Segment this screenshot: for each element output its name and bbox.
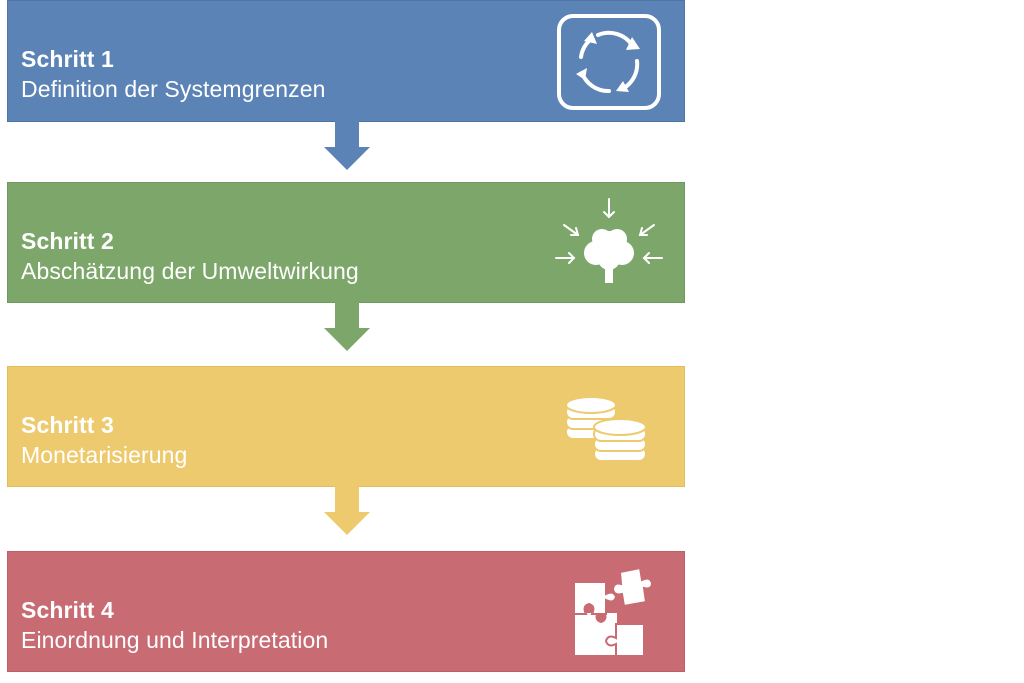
step-4-box: Schritt 4 Einordnung und Interpretation (7, 551, 685, 672)
step-3-title: Schritt 3 (21, 412, 114, 438)
coins-icon (565, 396, 647, 462)
step-1-title: Schritt 1 (21, 46, 114, 72)
step-3-label: Schritt 3 Monetarisierung (21, 411, 187, 471)
step-3-box: Schritt 3 Monetarisierung (7, 366, 685, 487)
step-4-description: Einordnung und Interpretation (21, 626, 329, 653)
step-2-title: Schritt 2 (21, 228, 114, 254)
step-3-description: Monetarisierung (21, 441, 188, 468)
puzzle-icon (573, 566, 654, 657)
arrow-down-1 (324, 121, 370, 170)
arrow-down-2 (324, 302, 370, 351)
step-1-description: Definition der Systemgrenzen (21, 75, 326, 102)
step-4-title: Schritt 4 (21, 597, 114, 623)
step-1-label: Schritt 1 Definition der Systemgrenzen (21, 45, 326, 105)
step-2-description: Abschätzung der Umweltwirkung (21, 257, 359, 284)
step-1-box: Schritt 1 Definition der Systemgrenzen (7, 0, 685, 122)
cycle-arrows-icon (557, 14, 661, 110)
tree-impact-icon (555, 198, 663, 283)
step-2-label: Schritt 2 Abschätzung der Umweltwirkung (21, 227, 359, 287)
step-4-label: Schritt 4 Einordnung und Interpretation (21, 596, 328, 656)
arrow-down-3 (324, 486, 370, 535)
step-2-box: Schritt 2 Abschätzung der Umweltwirkung (7, 182, 685, 303)
